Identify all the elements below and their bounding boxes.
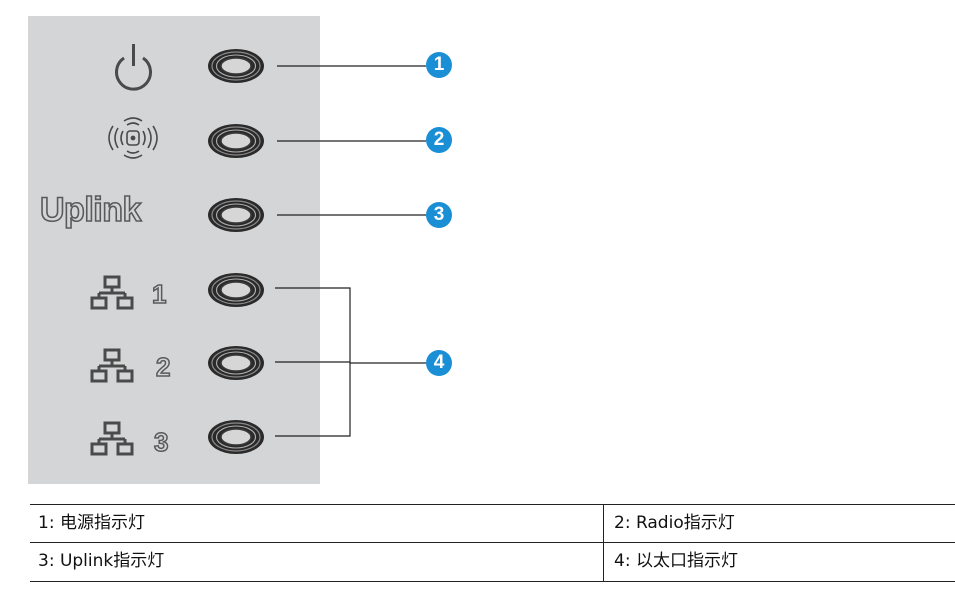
legend-cell: 1: 电源指示灯 bbox=[38, 513, 145, 533]
ethernet-led-3 bbox=[207, 419, 265, 455]
wireless-radio-icon bbox=[108, 117, 158, 159]
ethernet-led-1 bbox=[207, 272, 265, 308]
device-panel bbox=[28, 16, 320, 484]
port-number-label: 2 bbox=[155, 351, 171, 383]
callout-badge: 1 bbox=[426, 52, 452, 78]
port-number-label: 1 bbox=[151, 278, 167, 310]
callout-badge: 4 bbox=[426, 350, 452, 376]
legend-cell: 4: 以太口指示灯 bbox=[614, 551, 738, 571]
legend-cell: 3: Uplink指示灯 bbox=[38, 551, 165, 571]
ethernet-led-2 bbox=[207, 345, 265, 381]
power-led bbox=[207, 48, 265, 84]
radio-led bbox=[207, 123, 265, 159]
uplink-label: Uplink bbox=[39, 190, 142, 230]
port-number-label: 3 bbox=[153, 426, 169, 458]
network-port-icon bbox=[90, 275, 134, 310]
callout-badge: 3 bbox=[426, 202, 452, 228]
network-port-icon bbox=[90, 348, 134, 383]
callout-badge: 2 bbox=[426, 127, 452, 153]
leader-lines bbox=[275, 65, 426, 437]
power-icon bbox=[115, 44, 152, 91]
legend-cell: 2: Radio指示灯 bbox=[614, 513, 735, 533]
uplink-led bbox=[207, 197, 265, 233]
network-port-icon bbox=[90, 421, 134, 456]
panel-graphics bbox=[90, 44, 426, 456]
legend-row: 1: 电源指示灯 2: Radio指示灯 bbox=[30, 505, 955, 543]
column-divider bbox=[603, 505, 604, 581]
legend-row: 3: Uplink指示灯 4: 以太口指示灯 bbox=[30, 543, 955, 580]
legend-table: 1: 电源指示灯 2: Radio指示灯 3: Uplink指示灯 4: 以太口… bbox=[30, 504, 955, 582]
